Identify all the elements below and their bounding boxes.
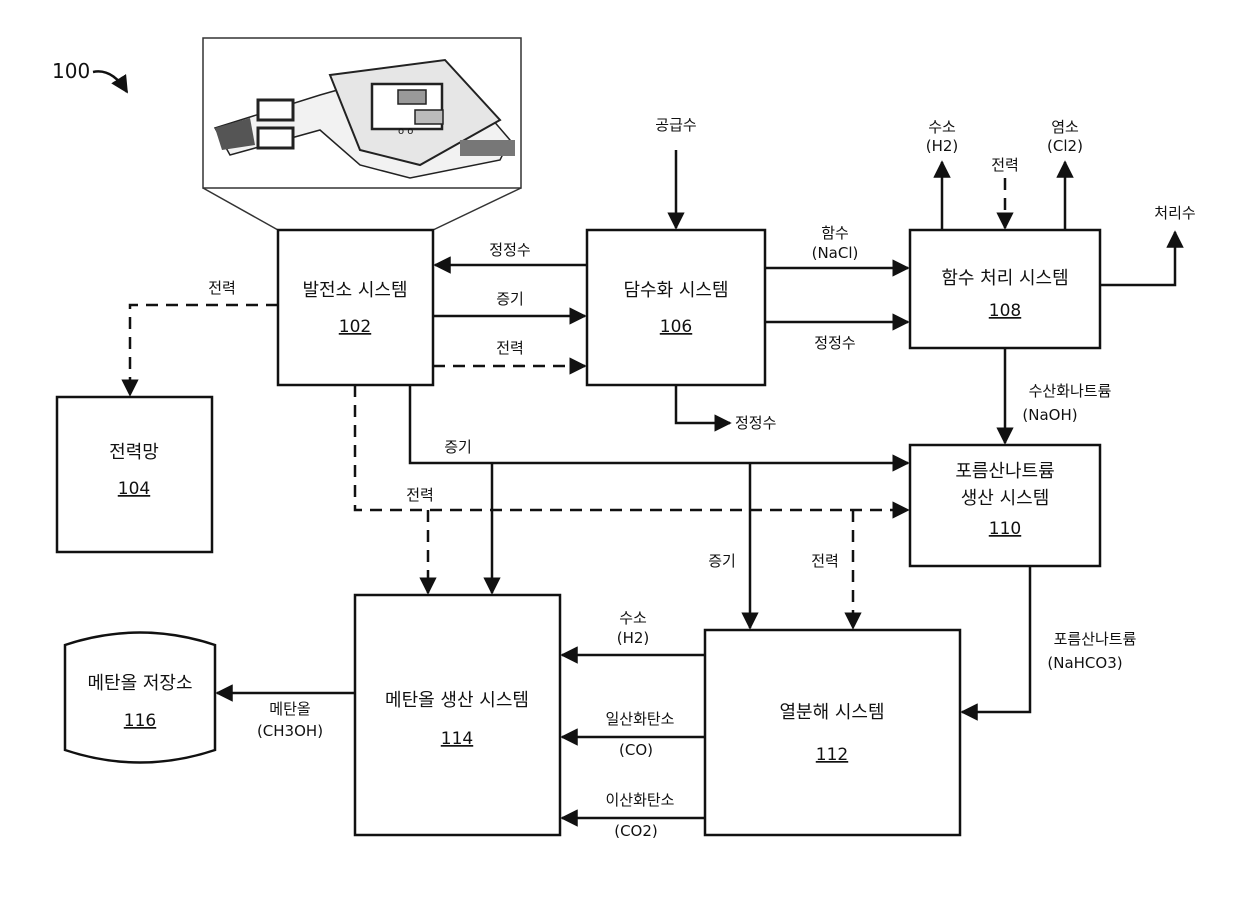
brine-water-formula: (NaCl) [812,244,859,262]
nahco3-formula: (NaHCO3) [1047,654,1122,672]
supply-water-label: 공급수 [655,116,696,134]
brine-number: 108 [989,301,1021,321]
power-main-label: 전력 [406,486,434,504]
pyrolysis-box: 열분해 시스템 112 [705,630,960,835]
power-plant-label: 발전소 시스템 [302,280,407,301]
h2-to-methanol-formula: (H2) [617,629,650,647]
methanol-storage-cylinder: 메탄올 저장소 116 [65,633,215,763]
treated-water-arrow [1100,232,1175,285]
figure-ref-arrow [93,71,127,92]
pyrolysis-label: 열분해 시스템 [779,702,884,723]
brine-box: 함수 처리 시스템 108 [910,230,1100,348]
co2-formula: (CO2) [614,822,658,840]
methanol-production-label: 메탄올 생산 시스템 [385,690,529,711]
hydrogen-formula: (H2) [926,137,959,155]
figure-ref: 100 [52,59,90,83]
power-main-line [355,385,908,510]
steam-to-pyrolysis-label: 증기 [708,552,736,570]
methanol-production-number: 114 [441,729,473,749]
bicarbonate-label-2: 생산 시스템 [961,488,1050,509]
clean-water-right-label: 정정수 [814,334,855,352]
desalination-box: 담수화 시스템 106 [587,230,765,385]
power-to-grid-label: 전력 [208,279,236,297]
nahco3-label: 포름산나트륨 [1054,630,1137,648]
plant-inset-illustration: o o [203,38,521,230]
clean-water-out-label: 정정수 [735,414,776,432]
power-plant-number: 102 [339,317,371,337]
steam-main-line [410,385,908,463]
hydrogen-label: 수소 [928,118,956,136]
naoh-label: 수산화나트륨 [1029,382,1112,400]
chlorine-formula: (Cl2) [1047,137,1083,155]
methanol-production-box: 메탄올 생산 시스템 114 [355,595,560,835]
clean-water-out-arrow [676,385,730,423]
brine-label: 함수 처리 시스템 [941,268,1068,289]
h2-to-methanol-label: 수소 [619,609,647,627]
steam-to-desal-label: 증기 [496,290,524,308]
bicarbonate-number: 110 [989,519,1021,539]
methanol-formula: (CH3OH) [257,722,323,740]
chlorine-label: 염소 [1051,118,1079,136]
grid-box: 전력망 104 [57,397,212,552]
power-plant-box: 발전소 시스템 102 [278,230,433,385]
desalination-number: 106 [660,317,692,337]
storage-number: 116 [124,711,156,731]
bicarbonate-box: 포름산나트륨 생산 시스템 110 [910,445,1100,566]
bicarbonate-label-1: 포름산나트륨 [955,461,1054,482]
pyrolysis-number: 112 [816,745,848,765]
svg-text:o o: o o [398,126,413,137]
desalination-label: 담수화 시스템 [623,280,728,301]
power-to-grid-arrow [130,305,278,395]
methanol-label: 메탄올 [269,700,310,718]
co-formula: (CO) [619,741,653,759]
clean-water-return-label: 정정수 [489,241,530,259]
co-label: 일산화탄소 [605,710,674,728]
co2-label: 이산화탄소 [605,791,674,809]
power-to-desal-label: 전력 [496,339,524,357]
power-to-brine-label: 전력 [991,156,1019,174]
grid-number: 104 [118,479,150,499]
treated-water-label: 처리수 [1154,204,1195,222]
power-to-pyrolysis-label: 전력 [811,552,839,570]
naoh-formula: (NaOH) [1022,406,1077,424]
steam-main-label: 증기 [444,438,472,456]
grid-label: 전력망 [109,442,159,463]
nahco3-arrow [962,566,1030,712]
brine-water-label: 함수 [821,224,849,242]
storage-label: 메탄올 저장소 [87,673,192,694]
